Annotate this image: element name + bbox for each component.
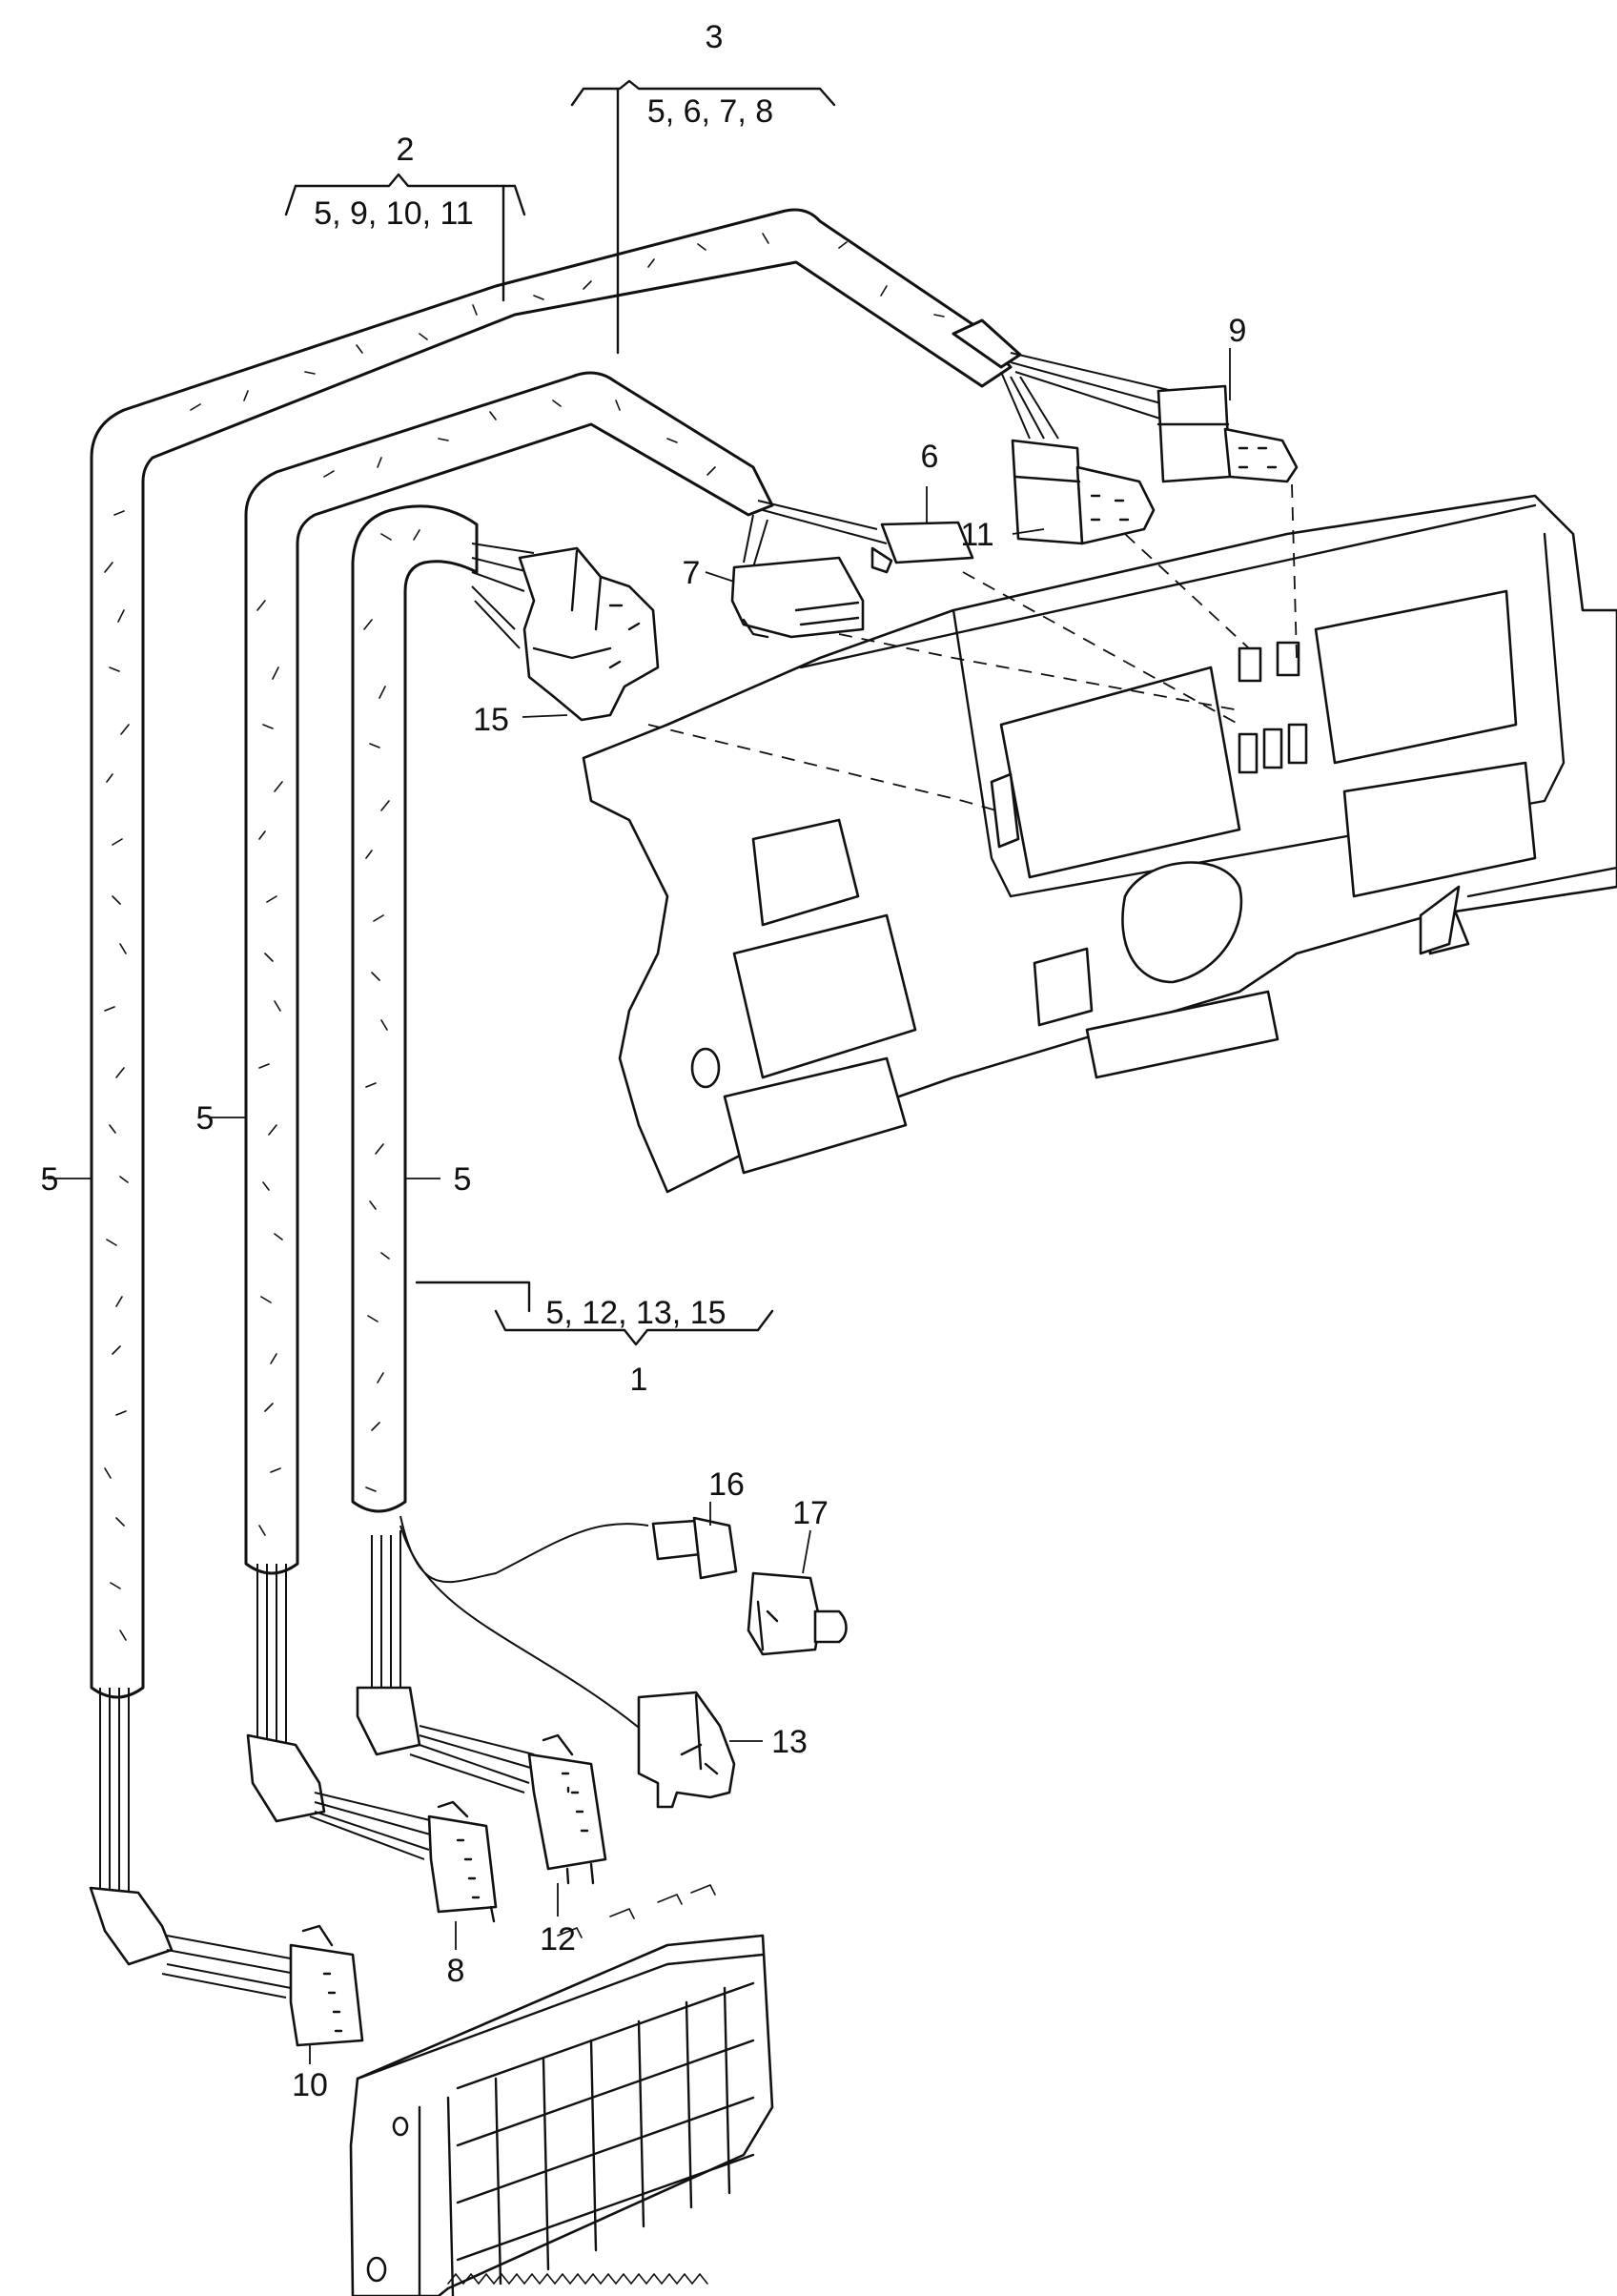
label-13: 13 — [771, 1724, 808, 1760]
label-2: 2 — [397, 132, 415, 168]
relay-13 — [637, 1691, 736, 1809]
label-5-right: 5 — [454, 1161, 472, 1198]
label-12: 12 — [540, 1921, 576, 1958]
dashed-leaders — [647, 483, 1298, 811]
connector-8 — [427, 1800, 498, 1923]
label-5-middle: 5 — [196, 1100, 215, 1137]
label-3: 3 — [706, 19, 724, 55]
connector-11 — [1011, 439, 1156, 545]
callout-labels: 3 5, 6, 7, 8 2 5, 9, 10, 11 5, 12, 13, 1… — [41, 19, 1247, 2103]
label-7: 7 — [683, 555, 701, 591]
connector-16 — [651, 1516, 738, 1580]
label-9: 9 — [1229, 313, 1247, 349]
harness-sleeve-3 — [244, 371, 774, 1575]
label-1: 1 — [630, 1362, 648, 1398]
fuse-relay-box — [349, 1883, 774, 2296]
connector-17 — [747, 1571, 848, 1656]
label-group-2: 5, 9, 10, 11 — [314, 195, 474, 232]
connector-6 — [870, 521, 974, 574]
connector-12 — [527, 1733, 607, 1885]
label-8: 8 — [447, 1953, 465, 1989]
harness-sleeve-2 — [90, 208, 1022, 1699]
label-17: 17 — [792, 1495, 829, 1531]
label-group-1: 5, 12, 13, 15 — [545, 1295, 726, 1331]
label-15: 15 — [473, 702, 509, 738]
connector-7 — [730, 556, 865, 639]
label-group-3: 5, 6, 7, 8 — [647, 93, 773, 130]
label-5-left: 5 — [41, 1161, 59, 1198]
label-11: 11 — [960, 517, 993, 553]
connector-9 — [1156, 384, 1299, 483]
connector-10 — [289, 1924, 364, 2047]
label-10: 10 — [292, 2067, 328, 2103]
dashboard-illustration — [582, 494, 1617, 1194]
harness-sleeve-1 — [351, 504, 479, 1513]
top-wires — [471, 352, 1174, 649]
label-16: 16 — [708, 1466, 745, 1503]
lower-wires — [89, 1515, 649, 1999]
callout-leaders — [48, 79, 1231, 2064]
label-6: 6 — [921, 439, 939, 475]
connector-15 — [518, 546, 660, 722]
